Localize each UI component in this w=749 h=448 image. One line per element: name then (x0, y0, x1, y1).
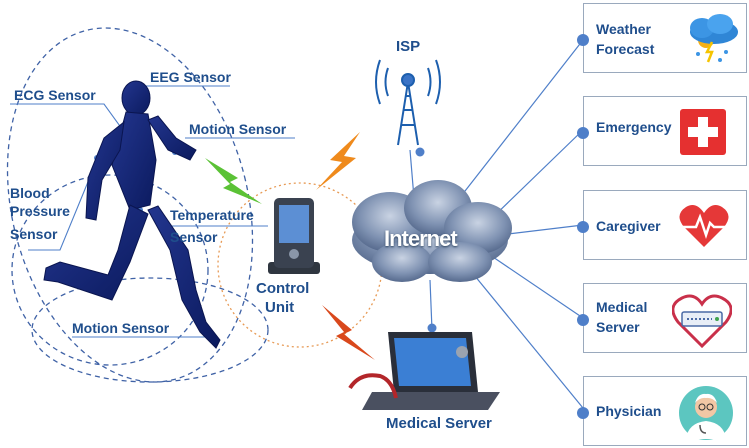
weather-label-line2: Forecast (596, 41, 655, 57)
isp-tower-icon (375, 59, 441, 146)
card-weather-forecast: Weather Forecast (577, 3, 747, 73)
motion-sensor-top-label: Motion Sensor (189, 121, 287, 137)
connector-dot (577, 314, 589, 326)
medical-server-label-line1: Medical (596, 299, 648, 315)
ecg-sensor-label: ECG Sensor (14, 87, 96, 103)
bp-label-line2: Pressure (10, 203, 70, 219)
medical-server-label-line2: Server (596, 319, 640, 335)
lightning-red-icon (322, 305, 375, 360)
temperature-label-line2: Sensor (170, 229, 218, 245)
doctor-avatar-icon (679, 386, 733, 440)
medical-server-bottom-label: Medical Server (386, 415, 492, 432)
weather-label-line1: Weather (596, 21, 651, 37)
runner-silhouette (43, 80, 221, 349)
emergency-cross-icon (680, 109, 726, 155)
bp-label-line3: Sensor (10, 226, 58, 242)
sensor-leader-lines (10, 85, 295, 338)
card-physician: Physician (577, 376, 747, 446)
bp-label-line1: Blood (10, 185, 50, 201)
emergency-label: Emergency (596, 119, 672, 135)
sensor-orbits (6, 27, 269, 383)
weather-cloud-icon (690, 14, 738, 63)
physician-label: Physician (596, 403, 662, 419)
motion-sensor-bottom-label: Motion Sensor (72, 320, 170, 336)
connector-dot (577, 221, 589, 233)
laptop-icon (348, 332, 500, 410)
heart-pulse-icon (679, 205, 729, 247)
control-unit-label-line2: Unit (265, 299, 295, 316)
connector-dot (577, 127, 589, 139)
lightning-green-icon (205, 158, 262, 204)
pda-device-icon (268, 198, 320, 274)
connector-dot (577, 34, 589, 46)
lightning-orange-icon (316, 132, 360, 190)
connector-dot (577, 407, 589, 419)
internet-connectors (409, 39, 584, 409)
internet-cloud-icon (352, 180, 512, 282)
eeg-sensor-label: EEG Sensor (150, 69, 231, 85)
internet-label: Internet (384, 226, 458, 251)
card-medical-server: Medical Server (577, 283, 747, 353)
control-unit-label-line1: Control (256, 280, 310, 297)
card-caregiver: Caregiver (577, 190, 747, 260)
caregiver-label: Caregiver (596, 218, 661, 234)
server-heart-icon (672, 294, 732, 348)
card-emergency: Emergency (577, 96, 747, 166)
isp-label: ISP (396, 38, 421, 55)
temperature-label-line1: Temperature (170, 207, 254, 223)
